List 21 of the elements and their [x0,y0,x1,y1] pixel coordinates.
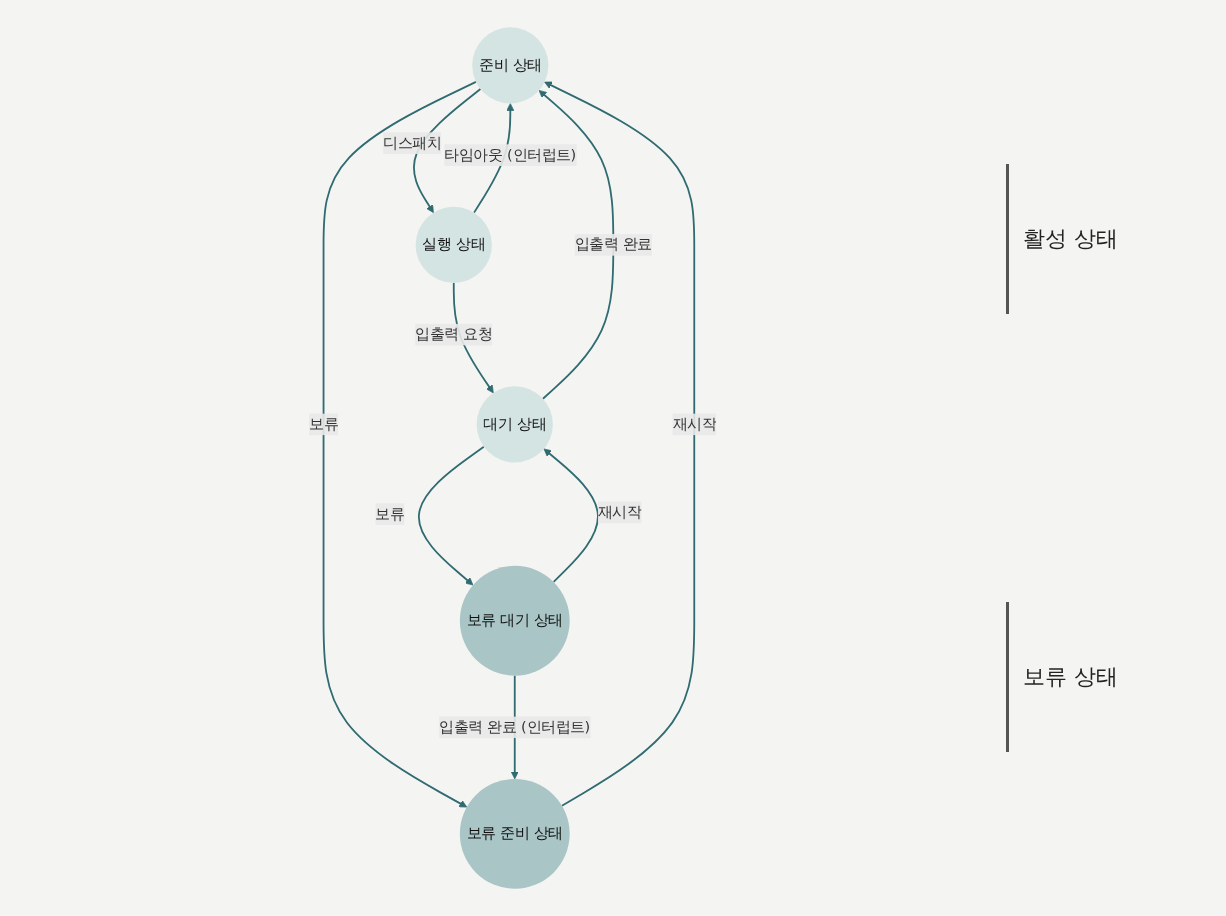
edge-label: 재시작 [598,503,642,521]
edge-label: 재시작 [672,415,717,433]
node-circle: 실행 상태 [416,206,493,283]
arrow [539,90,615,400]
arrow [544,448,600,583]
bracket-label: 활성 상태 [1006,164,1206,314]
edge-label: 입출력 완료 (인터럽트) [439,718,591,736]
arrow [544,81,696,807]
edge-label: 입출력 요청 [415,325,493,343]
edge-label: 보류 [375,505,405,523]
node-circle: 보류 준비 상태 [460,778,571,889]
arrow [323,80,478,808]
edge-label: 입출력 완료 [575,235,653,254]
edge-label: 디스패치 [383,134,442,152]
bracket-label: 보류 상태 [1006,602,1206,752]
node-circle: 준비 상태 [472,27,549,104]
arrow [418,445,486,586]
node-circle: 대기 상태 [477,386,554,463]
edge-label: 보류 [309,415,339,433]
edge-label: 타임아웃 (인터럽트) [444,146,577,164]
node-circle: 보류 대기 상태 [460,565,571,676]
